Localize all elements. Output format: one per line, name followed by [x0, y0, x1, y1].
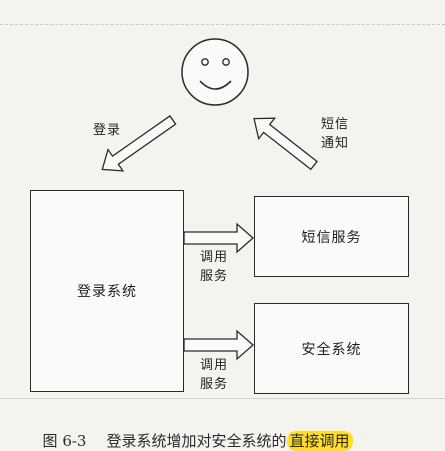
- caption-text: 登录系统增加对安全系统的: [106, 432, 287, 450]
- figure-number: 图 6-3: [42, 432, 87, 450]
- top-rule: [0, 24, 445, 25]
- security-system-label: 安全系统: [301, 341, 362, 358]
- login-arrow-icon: [101, 115, 177, 172]
- caption-highlight: 直接调用: [286, 431, 353, 451]
- call-sms-arrow-label: 调用 服务: [200, 250, 229, 284]
- smiley-face-icon: [181, 38, 249, 106]
- figure-caption: 图 6-3 登录系统增加对安全系统的直接调用: [33, 412, 353, 451]
- login-system-label: 登录系统: [77, 284, 137, 300]
- call-sms-arrow-icon: [183, 222, 254, 254]
- call-security-arrow-icon: [183, 329, 254, 361]
- security-system-box: 安全系统: [254, 303, 409, 394]
- login-system-box: 登录系统: [30, 190, 184, 392]
- call-security-arrow-label: 调用 服务: [200, 358, 229, 392]
- caption-divider: [0, 398, 445, 399]
- sms-service-label: 短信服务: [301, 229, 362, 246]
- login-arrow-label: 登录: [93, 123, 122, 138]
- sms-service-box: 短信服务: [254, 196, 409, 277]
- sms-notify-arrow-icon: [253, 117, 318, 171]
- sms-notify-arrow-label: 短信 通知: [321, 117, 350, 151]
